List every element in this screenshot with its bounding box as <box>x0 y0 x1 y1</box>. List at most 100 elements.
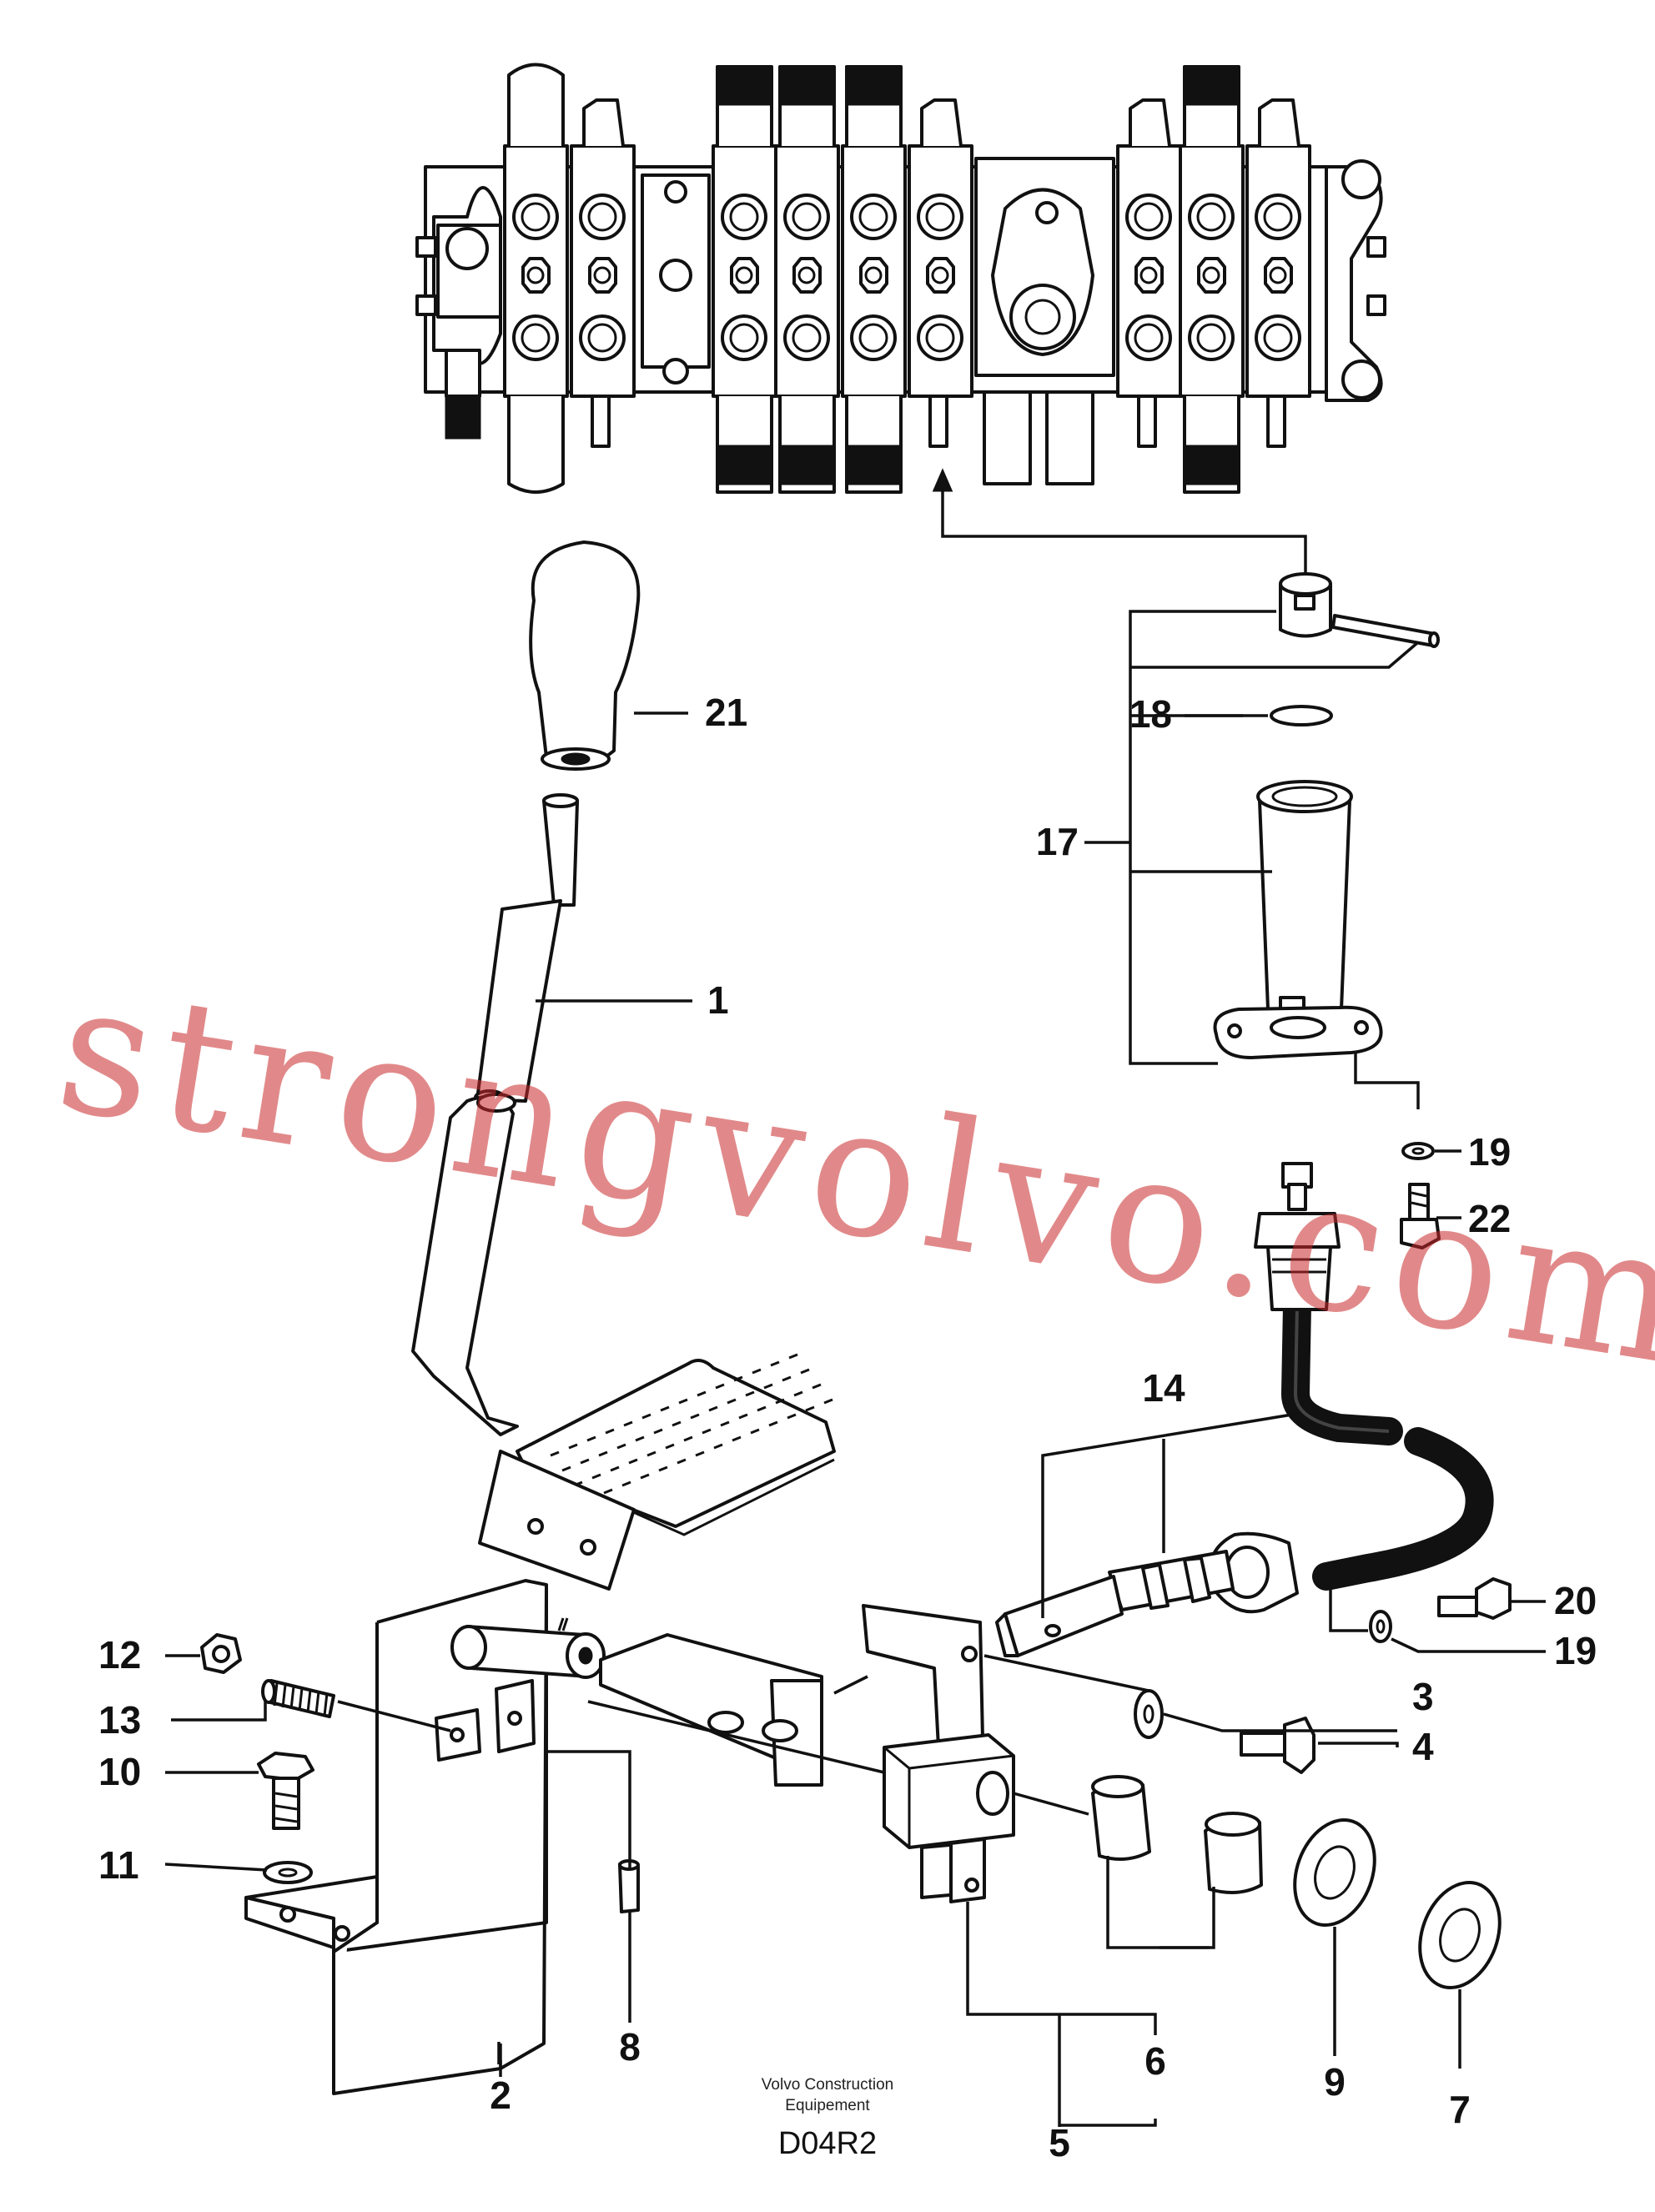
spool-stem <box>1266 395 1286 448</box>
valve-port-inner <box>1263 202 1293 232</box>
spool-stem <box>928 395 948 448</box>
valve-port <box>1125 194 1172 240</box>
callout-14: 14 <box>1142 1366 1185 1410</box>
valve-port-inner <box>1263 323 1293 353</box>
valve-port-inner <box>1196 323 1226 353</box>
tread-mark <box>653 1428 663 1435</box>
tread-mark <box>713 1443 723 1450</box>
thread-line <box>314 1691 320 1715</box>
spacer-hole <box>659 259 692 292</box>
lever-arm <box>411 1093 519 1436</box>
valve-port <box>512 194 559 240</box>
callout-1: 1 <box>707 978 729 1022</box>
valve-port <box>850 314 897 361</box>
valve-port <box>721 194 767 240</box>
spool-plug <box>582 98 625 147</box>
hex-plug-inner <box>1269 266 1287 284</box>
flange <box>1213 1005 1383 1059</box>
valve-port <box>1255 314 1301 361</box>
tread-mark <box>745 1390 755 1397</box>
tread-mark <box>782 1375 792 1382</box>
spool-cap-band <box>718 445 772 485</box>
spool-cap-band <box>1185 445 1239 485</box>
tread-mark <box>788 1353 798 1360</box>
valve-port <box>783 314 830 361</box>
valve-ear <box>1341 159 1381 199</box>
tread-mark <box>738 1413 748 1420</box>
cable-end-upper <box>1254 1162 1341 1311</box>
thread-line <box>298 1687 304 1712</box>
tread-mark <box>715 1383 725 1390</box>
callout-21: 21 <box>705 691 747 734</box>
tread-mark <box>658 1465 668 1472</box>
hex-plug-inner <box>931 266 949 284</box>
hex-plug <box>859 257 888 294</box>
valve-port-inner <box>858 323 888 353</box>
inlet-port-inner <box>1024 299 1061 335</box>
tread-mark <box>628 1458 638 1465</box>
tread-mark <box>800 1368 810 1375</box>
hex-plug-inner <box>593 266 611 284</box>
valve-port <box>1188 194 1235 240</box>
valve-port-inner <box>587 202 617 232</box>
valve-port-inner <box>521 202 551 232</box>
valve-port <box>917 314 963 361</box>
tread-mark <box>702 1428 712 1435</box>
thread-line <box>273 1682 279 1707</box>
valve-port <box>1188 314 1235 361</box>
valve-port-inner <box>1134 323 1164 353</box>
relief-valve <box>445 349 481 398</box>
cable-end-lower <box>995 1531 1299 1657</box>
bushing-6a <box>1091 1775 1151 1861</box>
tread-mark <box>763 1383 773 1390</box>
callout-7: 7 <box>1449 2088 1471 2131</box>
tread-mark <box>697 1390 707 1397</box>
bolt-head <box>1366 294 1386 316</box>
tread-mark <box>586 1435 596 1442</box>
tread-mark <box>805 1405 815 1412</box>
tread-mark <box>695 1450 705 1457</box>
valve-port <box>579 314 626 361</box>
spool-cap-band <box>848 65 901 106</box>
stud-13 <box>261 1679 335 1718</box>
spool-cap-band <box>848 445 901 485</box>
o-ring <box>1270 705 1333 726</box>
tread-mark <box>605 1428 615 1435</box>
valve-port <box>579 194 626 240</box>
tread-mark <box>690 1413 700 1420</box>
callout-11: 11 <box>98 1843 139 1887</box>
tread-mark <box>732 1435 742 1442</box>
spool-cap-band <box>718 65 772 106</box>
link-arrow <box>932 468 1307 574</box>
callout-3: 3 <box>1412 1675 1434 1718</box>
callout-labels: 21 1 18 17 19 22 14 20 19 3 4 12 13 10 1… <box>98 691 1597 2164</box>
spool-cap-band <box>781 65 834 106</box>
drawing-code: D04R2 <box>778 2126 877 2161</box>
spool-plug <box>1258 98 1300 147</box>
tread-mark <box>678 1398 688 1405</box>
valve-port <box>1255 194 1301 240</box>
bolt-head <box>415 294 437 316</box>
hex-plug-inner <box>735 266 753 284</box>
tread-mark <box>757 1405 767 1412</box>
pedal-tread <box>550 1353 833 1502</box>
pin <box>1331 614 1440 648</box>
valve-port-inner <box>792 323 822 353</box>
tread-mark <box>752 1368 762 1375</box>
valve-port <box>512 314 559 361</box>
cable <box>1281 1291 1494 1591</box>
valve-port <box>721 314 767 361</box>
spool-cap-band <box>1185 65 1239 106</box>
tread-mark <box>672 1420 682 1427</box>
callout-12: 12 <box>98 1633 141 1677</box>
tread-mark <box>812 1383 822 1390</box>
valve-port <box>917 194 963 240</box>
knob <box>529 540 641 771</box>
tread-mark <box>665 1443 675 1450</box>
tread-mark <box>793 1390 803 1397</box>
callout-6: 6 <box>1144 2039 1166 2083</box>
sleeve <box>1256 780 1353 1021</box>
spool-plug <box>1129 98 1171 147</box>
tread-mark <box>641 1413 651 1420</box>
hex-plug-inner <box>864 266 883 284</box>
